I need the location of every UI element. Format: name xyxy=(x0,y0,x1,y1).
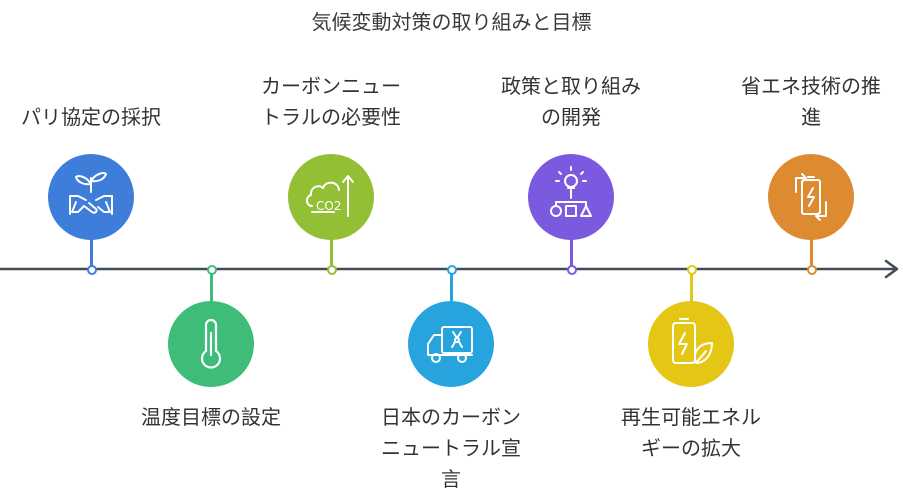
milestone-3-dot xyxy=(327,265,337,275)
milestone-2-marker xyxy=(168,301,254,387)
battery-leaf-icon xyxy=(672,318,713,364)
milestone-1-label: パリ協定の採択 xyxy=(21,105,161,129)
milestone-3-marker: CO2 xyxy=(288,154,374,240)
milestone-4-marker xyxy=(408,301,494,387)
milestone-5-dot xyxy=(567,265,577,275)
milestone-2-stem xyxy=(209,269,213,301)
milestone-1-marker xyxy=(48,154,134,240)
radiation-truck-icon xyxy=(427,326,473,363)
milestone-5-marker xyxy=(528,154,614,240)
milestone-7-label: 省エネ技術の推 進 xyxy=(741,74,881,129)
milestone-4-label: 日本のカーボン ニュートラル宣 言 xyxy=(381,405,521,491)
diagram-title: 気候変動対策の取り組みと目標 xyxy=(311,10,592,34)
lightbulb-flowchart-icon xyxy=(550,166,592,217)
milestone-4-dot xyxy=(447,265,457,275)
milestone-6-label: 再生可能エネル ギーの拡大 xyxy=(621,405,761,460)
milestone-2-dot xyxy=(207,265,217,275)
milestone-4-stem xyxy=(449,269,453,301)
milestone-7-marker xyxy=(768,154,854,240)
milestone-6-dot xyxy=(687,265,697,275)
milestone-5-stem xyxy=(569,236,573,269)
milestone-3-stem xyxy=(329,236,333,269)
milestone-7-stem xyxy=(809,236,813,269)
milestone-6-stem xyxy=(689,269,693,301)
milestone-1-dot xyxy=(87,265,97,275)
milestone-1-stem xyxy=(89,236,93,269)
milestone-2-label: 温度目標の設定 xyxy=(141,405,281,429)
arrow-head-icon xyxy=(884,259,899,279)
plant-handshake-icon xyxy=(69,172,113,215)
milestone-6-marker xyxy=(648,301,734,387)
recycle-battery-icon xyxy=(795,173,827,221)
cloud-co2-icon: CO2 xyxy=(306,175,354,217)
milestone-5-label: 政策と取り組み の開発 xyxy=(501,74,641,129)
svg-text:CO2: CO2 xyxy=(316,199,341,213)
milestone-7-dot xyxy=(807,265,817,275)
milestone-3-label: カーボンニュー トラルの必要性 xyxy=(261,74,401,129)
thermometer-icon xyxy=(200,318,222,369)
